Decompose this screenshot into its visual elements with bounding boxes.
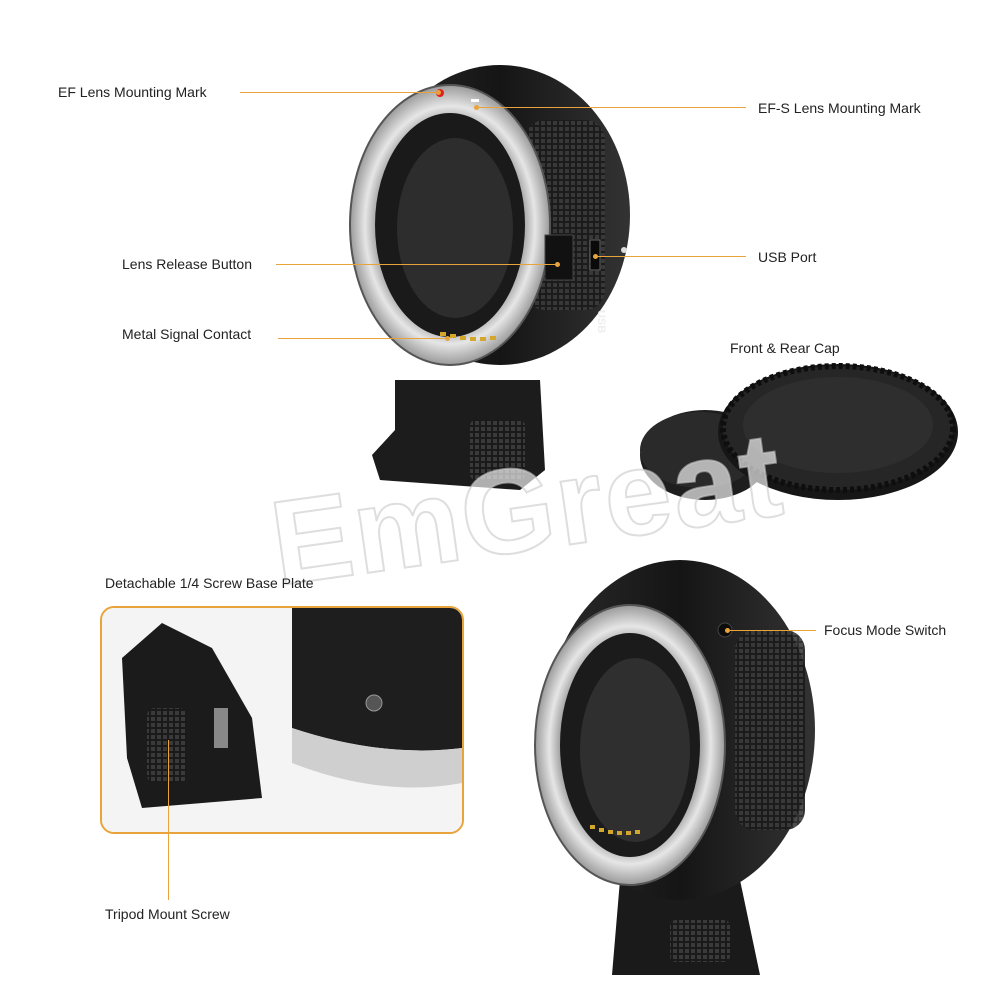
label-tripod-screw: Tripod Mount Screw [105,906,230,922]
leader-release-button [276,264,558,265]
leader-focus-switch [728,630,816,631]
pointer-signal-contact [445,336,450,341]
label-signal-contact: Metal Signal Contact [122,326,252,342]
pointer-ef-mark [436,90,441,95]
bottom-adapter [534,560,815,975]
leader-tripod-screw [168,740,169,900]
leader-signal-contact [278,338,448,339]
label-usb-port: USB Port [758,249,817,265]
pointer-efs-mark [474,105,479,110]
label-ef-mark: EF Lens Mounting Mark [58,84,207,100]
label-base-plate: Detachable 1/4 Screw Base Plate [105,575,314,591]
base-plate-inset [100,606,464,834]
lens-caps [640,363,958,500]
label-focus-switch: Focus Mode Switch [824,622,947,638]
top-adapter: USB [349,65,630,490]
leader-usb-port [596,256,746,257]
label-release-button: Lens Release Button [122,256,252,272]
pointer-release-button [555,262,560,267]
leader-ef-mark [240,92,436,93]
pointer-focus-switch [725,628,730,633]
label-caps: Front & Rear Cap [730,340,840,356]
base-plate-illustration [102,608,462,832]
usb-engraving: USB [595,310,607,333]
pointer-usb-port [593,254,598,259]
leader-efs-mark [478,107,746,108]
label-efs-mark: EF-S Lens Mounting Mark [758,100,921,116]
